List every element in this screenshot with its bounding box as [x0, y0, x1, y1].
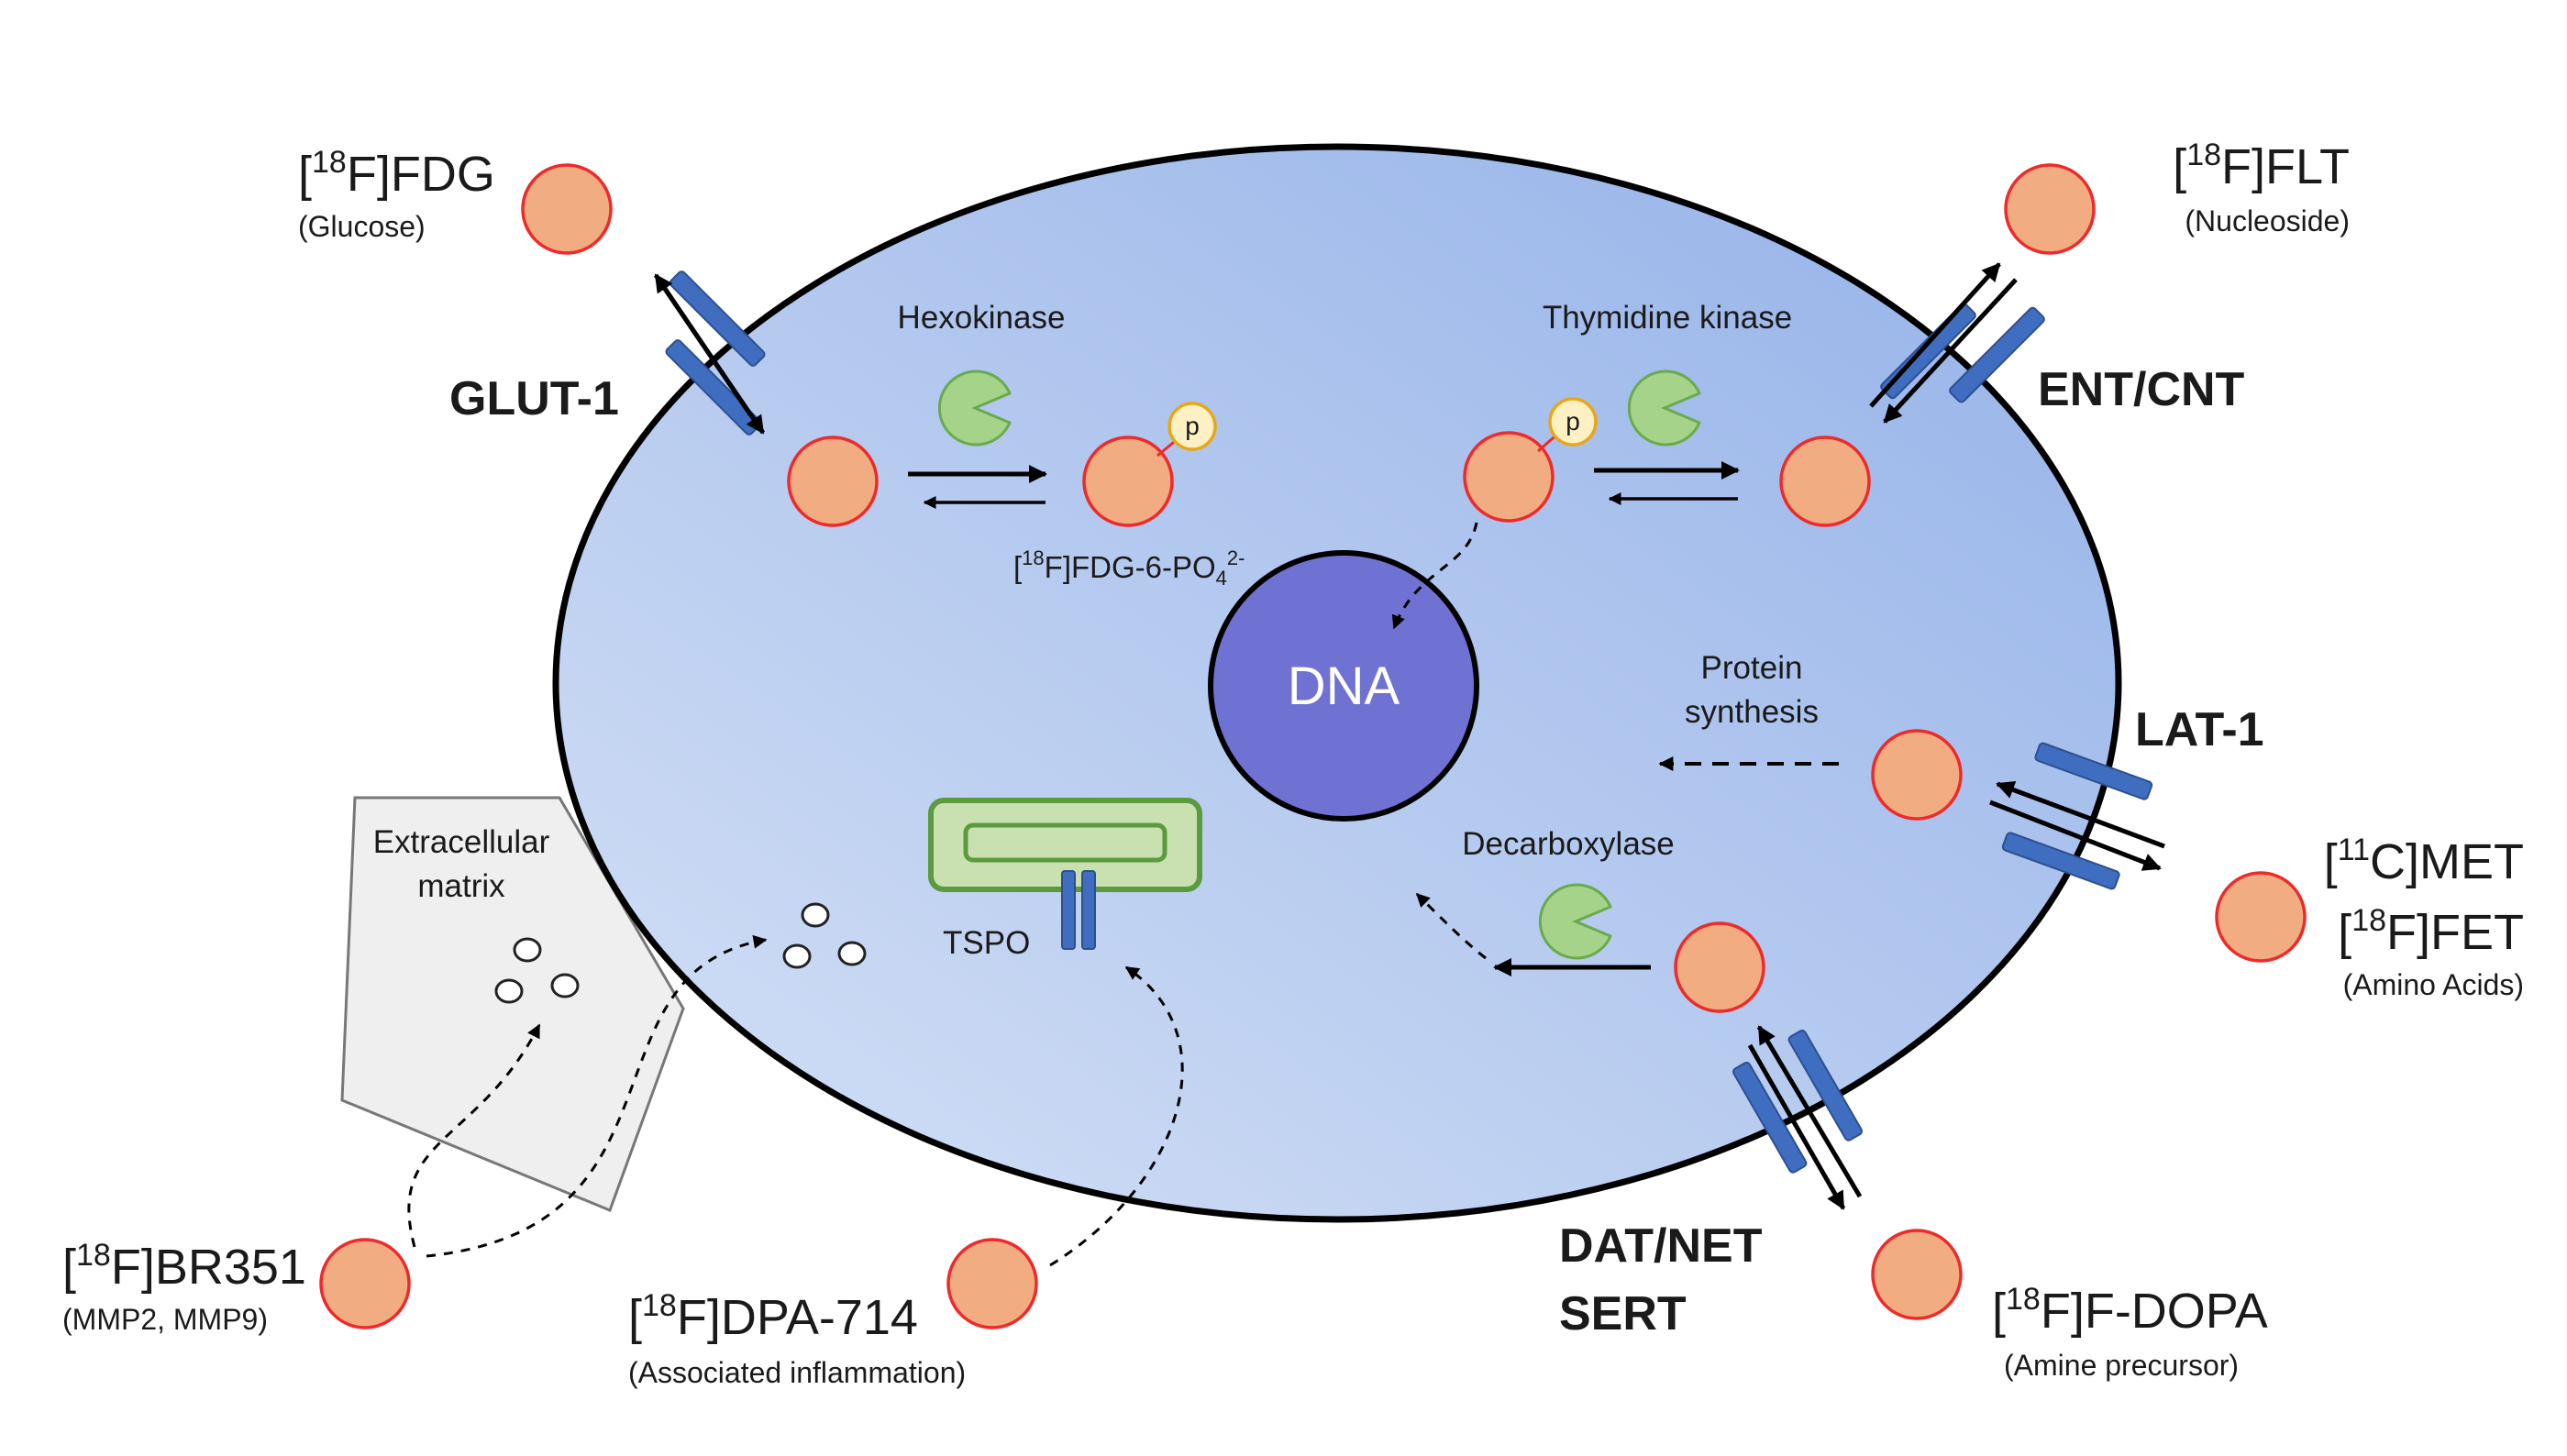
phosphate-group — [1548, 397, 1598, 447]
br-molecule — [319, 1238, 411, 1329]
flt-intracellular — [1779, 436, 1871, 527]
dpa-sub: (Associated inflammation) — [628, 1356, 966, 1389]
ent-cnt-label: ENT/CNT — [2038, 363, 2245, 416]
met-label: [11C]MET — [2324, 833, 2524, 889]
lat1-label: LAT-1 — [2135, 703, 2264, 756]
fdg-intracellular — [787, 436, 879, 527]
ecm-label-line1: Extracellular — [373, 824, 550, 860]
tspo-receptor — [1081, 870, 1096, 950]
lat1-arrow-out — [1989, 800, 2162, 871]
phosphate-label: p — [1566, 407, 1580, 436]
mitochondrion-inner — [963, 822, 1167, 863]
dna-nucleus — [1208, 550, 1479, 822]
br-to-ecm-arrow — [407, 1023, 541, 1248]
fdg-label: [18F]FDG — [298, 145, 495, 202]
tspo-label: TSPO — [943, 925, 1030, 961]
aa-molecule — [2215, 871, 2307, 963]
flt-molecule — [2004, 163, 2096, 255]
ent-arrow-out — [1869, 262, 2001, 408]
br-to-vesicles-arrow — [426, 934, 768, 1258]
dpa-to-tspo-arrow — [1049, 965, 1184, 1267]
dopa-label: [18F]F-DOPA — [1992, 1282, 2268, 1339]
hexokinase-label: Hexokinase — [898, 300, 1066, 336]
ecm-vesicle — [513, 937, 542, 963]
released-vesicle — [801, 902, 830, 928]
released-vesicle — [837, 941, 867, 966]
glut1-arrow-out — [653, 273, 753, 416]
fdg-molecule — [521, 163, 613, 255]
lat1-arrow-in — [1996, 780, 2165, 849]
fet-label: [18F]FET — [2338, 903, 2524, 960]
ent-cnt-transporter — [1880, 303, 2045, 403]
protein-synthesis-line2: synthesis — [1685, 694, 1819, 730]
hexokinase-enzyme — [937, 370, 1012, 447]
tspo-receptor — [1061, 870, 1076, 950]
br-label: [18F]BR351 — [62, 1238, 306, 1295]
decarboxylase-enzyme — [1538, 883, 1612, 960]
dat-arrow-out — [1747, 1043, 1846, 1210]
aa-intracellular — [1871, 729, 1963, 821]
ent-arrow-in — [1883, 278, 2018, 424]
fdg6p-label: [18F]FDG-6-PO42- — [1013, 546, 1245, 590]
dopa-sub: (Amine precursor) — [2004, 1349, 2239, 1382]
dna-label: DNA — [1288, 656, 1400, 716]
extracellular-matrix-shape — [340, 796, 685, 1212]
flt-label: [18F]FLT — [2173, 138, 2350, 194]
phosphate-label: p — [1185, 412, 1200, 440]
fet-sub: (Amino Acids) — [2343, 968, 2524, 1001]
flt-sub: (Nucleoside) — [2185, 204, 2350, 237]
lat1-transporter — [2001, 742, 2153, 890]
thymidine-kinase-enzyme — [1627, 370, 1701, 447]
dopa-molecule — [1871, 1229, 1963, 1320]
dat-net-transporter — [1732, 1030, 1864, 1174]
dopa-intracellular — [1674, 921, 1765, 1013]
decarboxylase-label: Decarboxylase — [1462, 826, 1675, 862]
thymidine-kinase-label: Thymidine kinase — [1543, 300, 1792, 336]
protein-synthesis-line1: Protein — [1701, 650, 1803, 686]
dopamine-product-arrow — [1415, 892, 1487, 960]
fdg6p-molecule — [1082, 436, 1174, 527]
sert-label: SERT — [1559, 1287, 1687, 1340]
ecm-vesicle — [550, 973, 580, 998]
dpa-molecule — [946, 1238, 1038, 1329]
ecm-label-line2: matrix — [417, 868, 505, 904]
fdg-sub: (Glucose) — [298, 210, 426, 243]
dat-net-label: DAT/NET — [1559, 1219, 1763, 1273]
flt-phosphorylated — [1463, 431, 1555, 523]
dat-arrow-in — [1756, 1025, 1863, 1198]
dpa-label: [18F]DPA-714 — [628, 1288, 918, 1345]
ecm-vesicle — [494, 978, 524, 1004]
glut1-label: GLUT-1 — [449, 372, 619, 425]
br-sub: (MMP2, MMP9) — [62, 1303, 268, 1336]
released-vesicle — [782, 943, 812, 969]
flt-to-dna-arrow — [1391, 522, 1478, 630]
phosphate-group — [1167, 402, 1217, 451]
